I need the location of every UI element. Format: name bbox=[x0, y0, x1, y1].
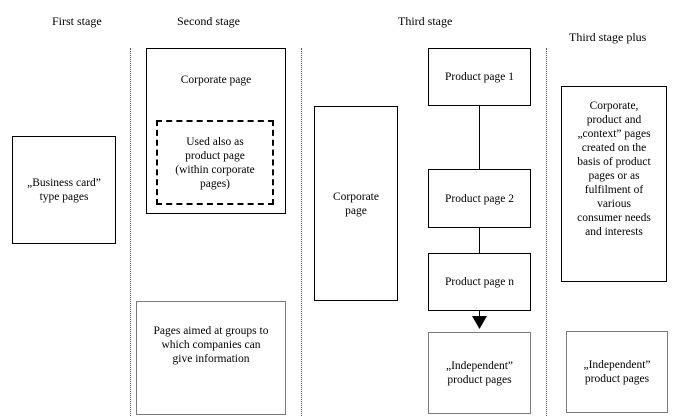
third-corporate-page-box: Corporate page bbox=[314, 106, 398, 301]
divider-1 bbox=[130, 48, 131, 416]
groups-pages-label: Pages aimed at groups to which companies… bbox=[153, 325, 269, 365]
product-page-2-label: Product page 2 bbox=[445, 192, 514, 205]
down-arrow-icon bbox=[472, 316, 487, 329]
connector-line-1-2 bbox=[479, 105, 480, 169]
heading-first-stage: First stage bbox=[52, 14, 102, 28]
business-card-pages-label: „Business card” type pages bbox=[27, 177, 101, 203]
used-as-product-page-label: Used also as product page (within corpor… bbox=[175, 135, 255, 190]
product-page-1-label: Product page 1 bbox=[445, 71, 514, 83]
context-pages-label: Corporate, product and „context” pages c… bbox=[577, 100, 651, 238]
product-page-2-box: Product page 2 bbox=[428, 169, 531, 228]
independent-product-pages-box: „Independent” product pages bbox=[428, 332, 531, 414]
connector-line-n-arrow bbox=[479, 310, 480, 318]
corporate-page-box: Corporate page bbox=[146, 48, 286, 214]
product-page-n-label: Product page n bbox=[445, 276, 514, 288]
divider-3 bbox=[546, 48, 547, 416]
divider-2 bbox=[301, 48, 302, 416]
groups-pages-box: Pages aimed at groups to which companies… bbox=[136, 301, 286, 415]
heading-second-stage: Second stage bbox=[177, 14, 240, 28]
business-card-pages-box: „Business card” type pages bbox=[12, 136, 116, 244]
context-pages-box: Corporate, product and „context” pages c… bbox=[561, 86, 667, 282]
heading-third-stage: Third stage bbox=[398, 14, 453, 28]
heading-third-stage-plus: Third stage plus bbox=[569, 30, 647, 44]
plus-independent-product-pages-box: „Independent” product pages bbox=[566, 331, 668, 413]
third-corporate-page-label: Corporate page bbox=[333, 190, 379, 217]
product-page-1-box: Product page 1 bbox=[428, 48, 531, 106]
corporate-page-label: Corporate page bbox=[180, 74, 252, 86]
used-as-product-page-box: Used also as product page (within corpor… bbox=[156, 120, 274, 205]
connector-line-2-n bbox=[479, 227, 480, 253]
independent-product-pages-label: „Independent” product pages bbox=[445, 360, 514, 386]
plus-independent-product-pages-label: „Independent” product pages bbox=[583, 359, 651, 385]
product-page-n-box: Product page n bbox=[428, 253, 531, 311]
